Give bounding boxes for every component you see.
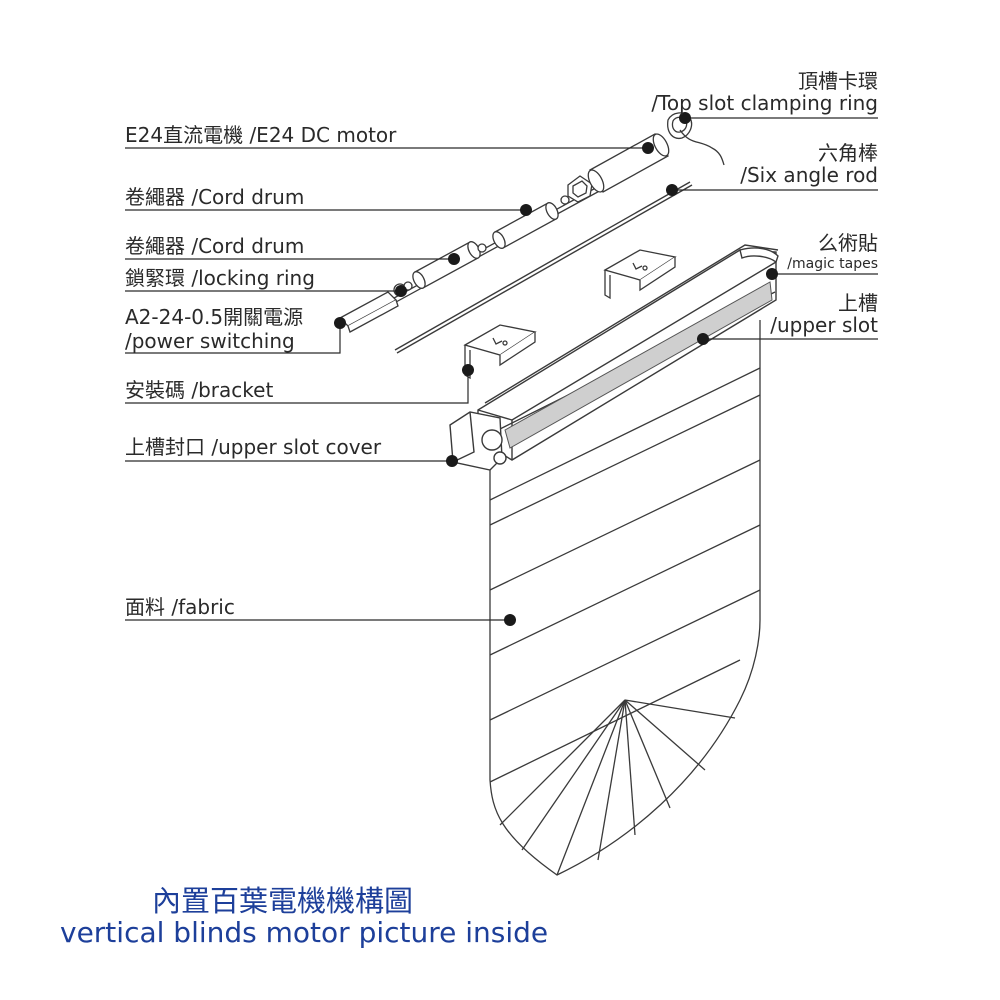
fabric-panel [489,320,761,876]
bracket-rear [603,249,677,300]
label-upper-slot-zh: 上槽 [838,291,878,315]
label-slot-cover: 上槽封口 /upper slot cover [125,435,382,459]
callout-dots [334,112,778,626]
label-cord-drum-1: 卷繩器 /Cord drum [125,185,305,209]
leader-lines [125,117,878,621]
label-power-1: A2-24-0.5開關電源 [125,305,304,329]
label-magic-zh: 么術貼 [818,231,878,255]
label-fabric: 面料 /fabric [125,595,235,619]
label-motor: E24直流電機 /E24 DC motor [125,123,397,147]
caption-en: vertical blinds motor picture inside [60,916,549,949]
label-locking-ring: 鎖緊環 /locking ring [125,266,315,290]
dot-locking [395,285,407,297]
dot-hex [666,184,678,196]
upper-slot-cover [449,411,507,471]
dot-magic [766,268,778,280]
dot-upper-slot [697,333,709,345]
upper-slot-rail [477,244,779,461]
label-hex-zh: 六角棒 [818,141,878,165]
leader-power [125,323,341,354]
label-clamp-zh: 頂槽卡環 [798,69,878,93]
dot-cord-drum-1 [520,204,532,216]
motor-assembly [338,112,725,333]
label-hex-en: /Six angle rod [740,163,878,187]
dot-cord-drum-2 [448,253,460,265]
label-power-2: /power switching [125,329,295,353]
label-cord-drum-2: 卷繩器 /Cord drum [125,234,305,258]
dot-motor [642,142,654,154]
dot-power [334,317,346,329]
caption-zh: 內置百葉電機機構圖 [152,884,414,918]
dot-bracket [462,364,474,376]
six-angle-rod [394,181,693,354]
label-magic-en: /magic tapes [787,256,878,272]
dot-slot-cover [446,455,458,467]
bracket-front [463,324,537,380]
dot-clamp [679,112,691,124]
leader-bracket [125,370,469,404]
label-upper-slot-en: /upper slot [770,313,878,337]
dot-fabric [504,614,516,626]
label-bracket: 安裝碼 /bracket [125,378,274,402]
label-clamp-en: /Top slot clamping ring [651,91,878,115]
